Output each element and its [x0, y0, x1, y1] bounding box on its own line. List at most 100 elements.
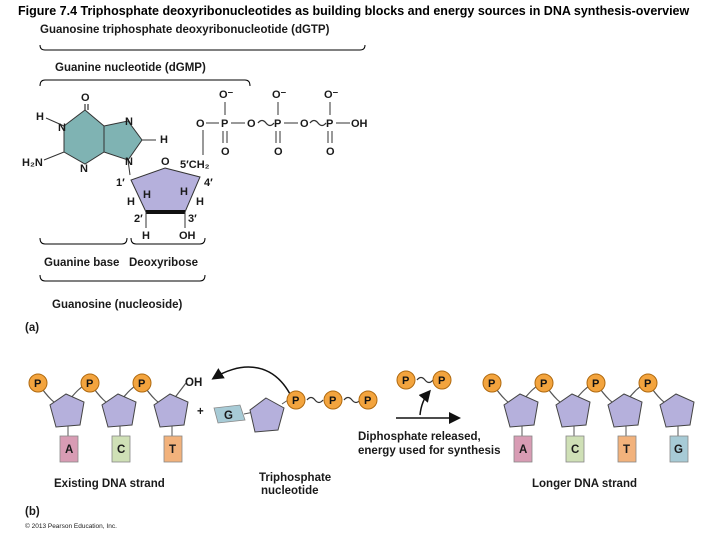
svg-text:P: P	[540, 378, 547, 390]
carbon-1-label: 1′	[116, 177, 125, 189]
longer-phosphate-4: P	[638, 373, 658, 393]
atom-h-4b: H	[196, 196, 204, 208]
atom-h2n: H₂N	[22, 157, 43, 169]
atom-h-1b: H	[143, 189, 151, 201]
atom-o-bridge-3: O	[300, 118, 309, 130]
deoxyribose-bracket	[130, 237, 206, 245]
incoming-phosphate-1: P	[286, 390, 306, 410]
guanine-five-ring	[103, 120, 143, 161]
dgmp-bracket	[39, 79, 251, 87]
atom-h-4a: H	[180, 186, 188, 198]
atom-o-alpha: O	[221, 146, 230, 158]
released-label-1: Diphosphate released,	[358, 431, 481, 443]
base-g-longer: G	[669, 435, 689, 463]
svg-text:P: P	[292, 395, 299, 407]
atom-h-2: H	[142, 230, 150, 242]
atom-h-c8: H	[160, 134, 168, 146]
carbon-2-label: 2′	[134, 213, 143, 225]
svg-text:A: A	[65, 444, 73, 456]
guanine-six-ring	[63, 109, 105, 165]
atom-o-bridge-1: O	[196, 118, 205, 130]
base-a-existing: A	[59, 435, 79, 463]
phosphate-1: P	[28, 373, 48, 393]
atom-n1: N	[58, 122, 66, 134]
atom-oh-3: OH	[179, 230, 196, 242]
guanine-base-bracket	[39, 237, 128, 245]
existing-strand-label: Existing DNA strand	[54, 478, 165, 490]
svg-text:P: P	[34, 378, 41, 390]
release-arrow	[418, 389, 431, 416]
base-c-longer: C	[565, 435, 585, 463]
atom-n9: N	[125, 156, 133, 168]
atom-p-alpha: P	[221, 118, 228, 130]
base-t-existing: T	[163, 435, 183, 463]
released-phosphate-1: P	[396, 370, 416, 390]
atom-o-minus-alpha: O⁻	[219, 89, 234, 101]
longer-sugars	[503, 393, 695, 428]
atom-n3: N	[80, 163, 88, 175]
base-g-incoming: G	[213, 404, 246, 424]
atom-o-bridge-2: O	[247, 118, 256, 130]
atom-p-beta: P	[274, 118, 281, 130]
svg-text:P: P	[644, 378, 651, 390]
copyright: © 2013 Pearson Education, Inc.	[25, 522, 117, 530]
triphosphate-label-2: nucleotide	[261, 485, 319, 497]
released-label-2: energy used for synthesis	[358, 445, 501, 457]
atom-o-minus-beta: O⁻	[272, 89, 287, 101]
svg-text:P: P	[402, 375, 409, 387]
svg-text:P: P	[364, 395, 371, 407]
deoxyribose-ring	[130, 167, 201, 213]
atom-p-gamma: P	[326, 118, 333, 130]
existing-sugars	[49, 393, 189, 428]
oh-end-label: OH	[185, 377, 202, 389]
svg-text:C: C	[571, 444, 579, 456]
svg-text:T: T	[169, 444, 176, 456]
atom-h-n1: H	[36, 111, 44, 123]
nucleoside-bracket	[39, 274, 206, 282]
phosphate-2: P	[80, 373, 100, 393]
atom-o-beta: O	[274, 146, 283, 158]
guanine-base-label: Guanine base	[44, 257, 119, 269]
incoming-phosphate-2: P	[323, 390, 343, 410]
deoxyribose-label: Deoxyribose	[129, 257, 198, 269]
part-b-label: (b)	[25, 506, 40, 518]
svg-text:P: P	[329, 395, 336, 407]
atom-n7: N	[125, 116, 133, 128]
svg-text:G: G	[224, 410, 233, 422]
svg-text:P: P	[438, 375, 445, 387]
part-a-label: (a)	[25, 322, 39, 334]
base-a-longer: A	[513, 435, 533, 463]
atom-h-1a: H	[127, 196, 135, 208]
atom-o-ring: O	[161, 156, 170, 168]
svg-text:A: A	[519, 444, 527, 456]
longer-phosphate-1: P	[482, 373, 502, 393]
svg-text:P: P	[488, 378, 495, 390]
svg-text:T: T	[623, 444, 630, 456]
dgmp-label: Guanine nucleotide (dGMP)	[55, 62, 206, 74]
svg-text:G: G	[674, 444, 683, 456]
longer-strand-label: Longer DNA strand	[532, 478, 637, 490]
atom-o-gamma: O	[326, 146, 335, 158]
atom-o-carbonyl: O	[81, 92, 90, 104]
base-c-existing: C	[111, 435, 131, 463]
page-title: Figure 7.4 Triphosphate deoxyribonucleot…	[18, 4, 690, 18]
svg-text:P: P	[592, 378, 599, 390]
triphosphate-label-1: Triphosphate	[259, 472, 331, 484]
atom-oh-terminal: OH	[351, 118, 368, 130]
atom-ch2: 5′CH₂	[180, 159, 210, 171]
svg-text:P: P	[86, 378, 93, 390]
base-t-longer: T	[617, 435, 637, 463]
longer-phosphate-3: P	[586, 373, 606, 393]
carbon-3-label: 3′	[188, 213, 197, 225]
longer-phosphate-2: P	[534, 373, 554, 393]
dgtp-bracket	[39, 44, 366, 51]
carbon-4-label: 4′	[204, 177, 213, 189]
nucleoside-label: Guanosine (nucleoside)	[52, 299, 183, 311]
svg-text:P: P	[138, 378, 145, 390]
incoming-phosphate-3: P	[358, 390, 378, 410]
phosphate-3: P	[132, 373, 152, 393]
attack-arrow	[211, 366, 291, 395]
released-phosphate-2: P	[432, 370, 452, 390]
incoming-sugar	[249, 397, 285, 433]
